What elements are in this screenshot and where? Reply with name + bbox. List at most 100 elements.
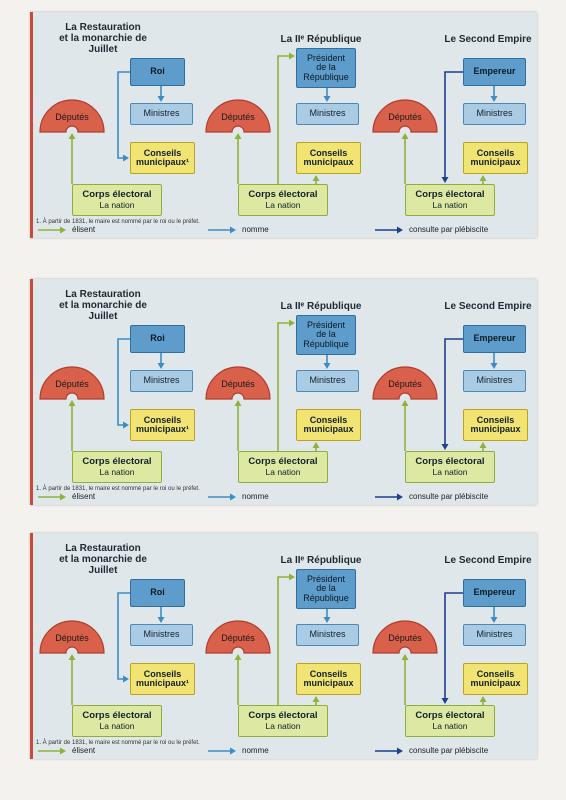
connector-layer [38,52,498,234]
plebiscite-arrowhead [441,698,449,704]
plebiscite-arrow [444,338,463,446]
elisent-arrowhead [312,175,320,181]
municipal-councils-box: Conseils municipaux¹ [130,409,195,441]
regime-title: Le Second Empire [444,555,532,566]
head-of-state-box: Président de la République [296,48,356,88]
head-of-state-box: Empereur [463,58,526,86]
electorate-label: Corps électoral [415,189,485,200]
legend-nomme-arrowhead [230,747,236,755]
ministers-box: Ministres [296,103,359,125]
head-of-state-box: Roi [130,579,185,607]
legend-nomme-label: nomme [242,225,269,234]
nomme-arrowhead [323,96,331,102]
legend-plebiscite-label: consulte par plébiscite [409,746,489,755]
regime-title: La IIᵉ République [280,34,362,45]
electorate-label: Corps électoral [415,710,485,721]
electorate-label: Corps électoral [248,456,318,467]
legend-nomme-arrowhead [230,226,236,234]
legend-nomme-label: nomme [242,492,269,501]
plebiscite-arrowhead [441,444,449,450]
electorate-label: Corps électoral [248,189,318,200]
connector-layer [38,319,498,501]
legend-plebiscite-label: consulte par plébiscite [409,225,489,234]
deputies-hemicycle [372,366,438,400]
regime-title: La Restauration et la monarchie de Juill… [59,543,147,576]
deputies-hemicycle [39,620,105,654]
nation-label: La nation [432,199,468,210]
deputies-label: Députés [55,112,89,122]
municipal-councils-box: Conseils municipaux¹ [130,142,195,174]
ministers-box: Ministres [130,103,193,125]
elisent-arrowhead [401,133,409,139]
municipal-councils-box: Conseils municipaux [296,663,361,695]
legend-elisent-arrowhead [60,226,66,234]
plebiscite-arrow [444,592,463,700]
deputies-hemicycle [372,620,438,654]
deputies-label: Députés [388,379,422,389]
legend-nomme-arrowhead [230,493,236,501]
deputies-hemicycle [205,620,271,654]
elisent-arrowhead [289,319,295,327]
nation-label: La nation [99,199,135,210]
nomme-arrow [117,592,130,680]
municipal-councils-box: Conseils municipaux [463,409,528,441]
municipal-councils-box: Conseils municipaux [296,142,361,174]
regime-title: La IIᵉ République [280,301,362,312]
elisent-arrow [277,322,291,451]
elisent-arrowhead [312,696,320,702]
diagram-panel: La Restauration et la monarchie de Juill… [30,533,537,759]
connector-layer [38,573,498,755]
deputies-label: Députés [221,379,255,389]
elisent-arrowhead [68,133,76,139]
head-of-state-box: Empereur [463,325,526,353]
electorate-label: Corps électoral [82,189,152,200]
deputies-label: Députés [388,112,422,122]
elisent-arrowhead [234,133,242,139]
nation-label: La nation [432,720,468,731]
nomme-arrow [117,71,130,159]
deputies-hemicycle [205,366,271,400]
diagram-panel: La Restauration et la monarchie de Juill… [30,12,537,238]
electorate-label: Corps électoral [82,456,152,467]
ministers-box: Ministres [463,103,526,125]
elisent-arrowhead [312,442,320,448]
regime-title: La Restauration et la monarchie de Juill… [59,22,147,55]
elisent-arrowhead [401,400,409,406]
nomme-arrowhead [157,96,165,102]
legend-elisent-label: élisent [72,746,96,755]
legend-nomme-label: nomme [242,746,269,755]
nation-label: La nation [99,720,135,731]
elisent-arrowhead [68,654,76,660]
regime-title: Le Second Empire [444,34,532,45]
nomme-arrowhead [490,96,498,102]
legend-elisent-arrowhead [60,493,66,501]
legend-plebiscite-label: consulte par plébiscite [409,492,489,501]
nomme-arrow [117,338,130,426]
municipal-councils-box: Conseils municipaux [296,409,361,441]
nomme-arrowhead [323,617,331,623]
head-of-state-box: Président de la République [296,315,356,355]
deputies-label: Députés [221,112,255,122]
nomme-arrowhead [157,363,165,369]
electorate-label: Corps électoral [82,710,152,721]
plebiscite-arrowhead [441,177,449,183]
deputies-hemicycle [39,366,105,400]
head-of-state-box: Empereur [463,579,526,607]
ministers-box: Ministres [130,370,193,392]
elisent-arrowhead [289,573,295,581]
municipal-councils-box: Conseils municipaux [463,142,528,174]
deputies-label: Députés [55,379,89,389]
footnote: 1. À partir de 1831, le maire est nommé … [36,486,200,492]
footnote: 1. À partir de 1831, le maire est nommé … [36,740,200,746]
legend-elisent-arrowhead [60,747,66,755]
municipal-councils-box: Conseils municipaux [463,663,528,695]
head-of-state-box: Président de la République [296,569,356,609]
head-of-state-box: Roi [130,58,185,86]
elisent-arrowhead [68,400,76,406]
